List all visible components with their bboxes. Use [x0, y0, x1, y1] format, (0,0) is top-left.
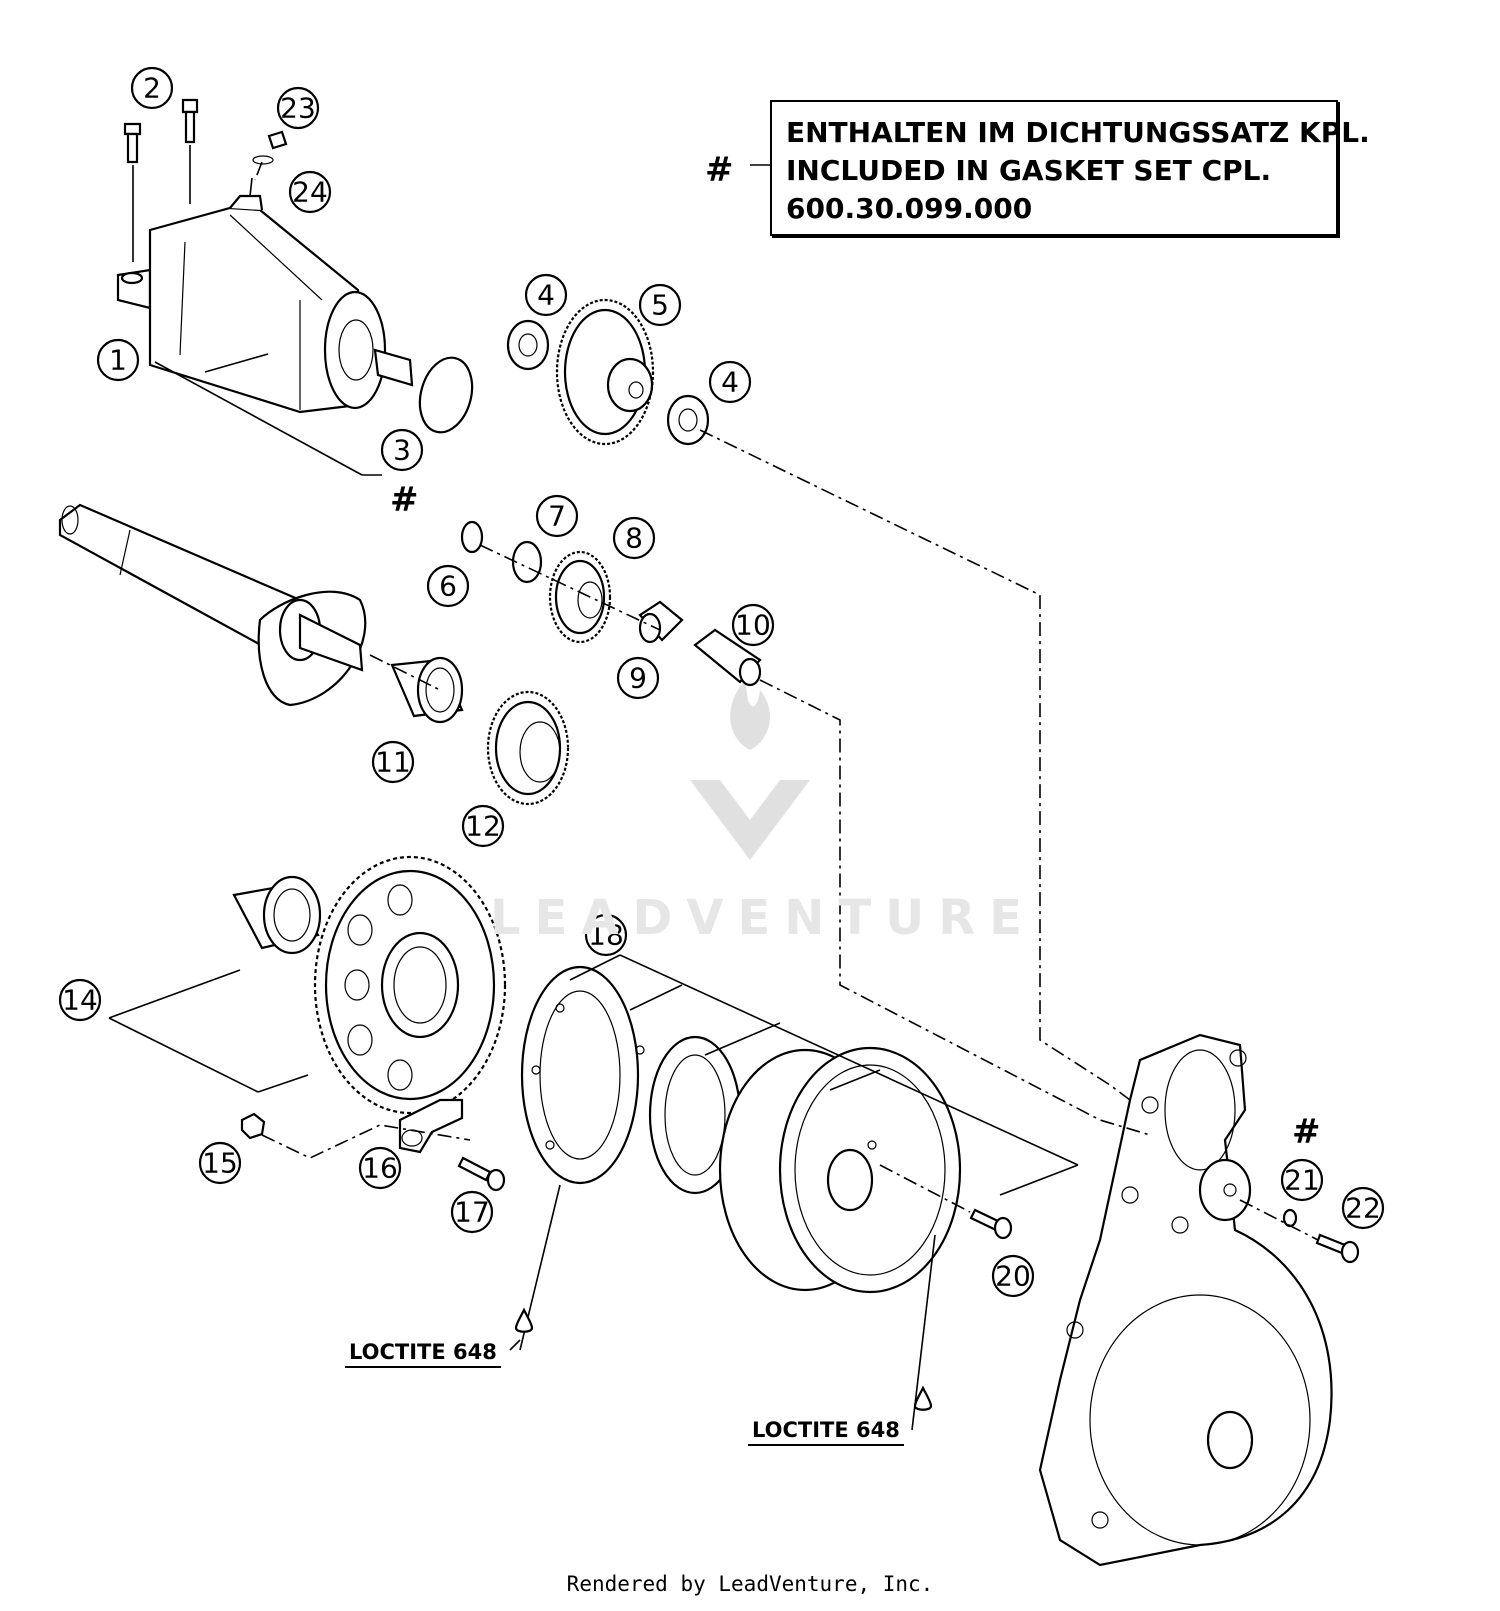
svg-text:5: 5: [651, 289, 669, 322]
callout-1: 1: [96, 338, 140, 382]
svg-text:3: 3: [393, 434, 411, 467]
note-line-german: ENTHALTEN IM DICHTUNGSSATZ KPL.: [786, 116, 1370, 149]
ignition-cover: [1038, 1033, 1333, 1567]
callout-22: 22: [1341, 1186, 1385, 1230]
svg-text:16: 16: [362, 1152, 398, 1185]
needle-bearing-11: [390, 656, 464, 724]
screw-17: [457, 1156, 506, 1192]
bearing-4b: [666, 394, 710, 446]
callout-21: 21: [1280, 1158, 1324, 1202]
svg-text:17: 17: [454, 1196, 490, 1229]
svg-text:12: 12: [465, 810, 501, 843]
svg-text:1: 1: [109, 344, 127, 377]
gasket-marker-3: #: [390, 480, 419, 520]
o-ring-3: [418, 356, 474, 434]
loctite-label-freewheel: LOCTITE 648: [345, 1340, 501, 1368]
note-marker: #: [705, 150, 734, 190]
loctite-drop-icon: [514, 1307, 534, 1333]
crankshaft: [58, 503, 367, 707]
footer-credit: Rendered by LeadVenture, Inc.: [566, 1572, 934, 1596]
svg-text:6: 6: [439, 570, 457, 603]
callout-24: 24: [288, 170, 332, 214]
callout-6: 6: [426, 564, 470, 608]
needle-bearing-9: [638, 600, 684, 644]
nut-15: [240, 1112, 266, 1140]
note-line-english: INCLUDED IN GASKET SET CPL.: [786, 154, 1272, 187]
callout-9: 9: [616, 656, 660, 700]
callout-10: 10: [731, 603, 775, 647]
washer-7: [511, 540, 543, 584]
bolt-2: [123, 98, 199, 262]
gasket-marker-21: #: [1292, 1112, 1321, 1152]
callout-20: 20: [991, 1254, 1035, 1298]
freewheel-housing-18: [520, 965, 645, 1185]
starter-gear-14: [313, 855, 507, 1115]
svg-text:23: 23: [280, 92, 316, 125]
callout-4a: 4: [524, 273, 568, 317]
callout-18: 18: [584, 913, 628, 957]
callout-23: 23: [276, 86, 320, 130]
note-part-number: 600.30.099.000: [786, 192, 1033, 225]
loctite-label-rotor: LOCTITE 648: [748, 1418, 904, 1446]
gear-12: [486, 690, 570, 806]
o-ring-21: [1282, 1208, 1298, 1228]
screw-20: [969, 1208, 1013, 1240]
callout-7: 7: [535, 494, 579, 538]
gear-8: [548, 550, 612, 644]
needle-bearing-14: [232, 875, 322, 955]
svg-text:11: 11: [375, 746, 411, 779]
svg-text:14: 14: [62, 984, 98, 1017]
svg-text:10: 10: [735, 609, 771, 642]
gasket-set-note: ENTHALTEN IM DICHTUNGSSATZ KPL. INCLUDED…: [770, 100, 1370, 236]
callout-12: 12: [461, 804, 505, 848]
svg-text:7: 7: [548, 500, 566, 533]
svg-text:9: 9: [629, 662, 647, 695]
leadventure-logo-icon: [690, 680, 810, 860]
svg-text:21: 21: [1284, 1164, 1320, 1197]
nut-23: [252, 130, 288, 165]
callout-11: 11: [371, 740, 415, 784]
svg-text:20: 20: [995, 1260, 1031, 1293]
pin-10: [693, 628, 762, 687]
callout-2: 2: [130, 66, 174, 110]
bearing-4a: [506, 319, 550, 371]
callout-17: 17: [450, 1190, 494, 1234]
svg-text:2: 2: [143, 72, 161, 105]
retaining-ring-6: [460, 520, 484, 554]
svg-text:22: 22: [1345, 1192, 1381, 1225]
assembly-axes: [254, 161, 1319, 1241]
callout-14: 14: [58, 978, 102, 1022]
loctite-drop-icon: [913, 1385, 933, 1411]
plug-screw-22: [1315, 1233, 1360, 1264]
svg-text:24: 24: [292, 176, 328, 209]
callout-5: 5: [638, 283, 682, 327]
svg-text:15: 15: [202, 1147, 238, 1180]
svg-text:18: 18: [588, 919, 624, 952]
rotor-18: [718, 1046, 962, 1294]
callout-8: 8: [612, 516, 656, 560]
intermediate-gear-5: [555, 298, 655, 446]
svg-text:4: 4: [721, 366, 739, 399]
callout-4b: 4: [708, 360, 752, 404]
starter-motor: [116, 177, 414, 414]
callout-3: 3: [380, 428, 424, 472]
callout-16: 16: [358, 1146, 402, 1190]
svg-text:4: 4: [537, 279, 555, 312]
watermark-text: LEADVENTURE: [490, 890, 1036, 946]
freewheel-18: [648, 1035, 742, 1195]
leader-lines: [108, 164, 1079, 1431]
callout-15: 15: [198, 1141, 242, 1185]
svg-text:8: 8: [625, 522, 643, 555]
